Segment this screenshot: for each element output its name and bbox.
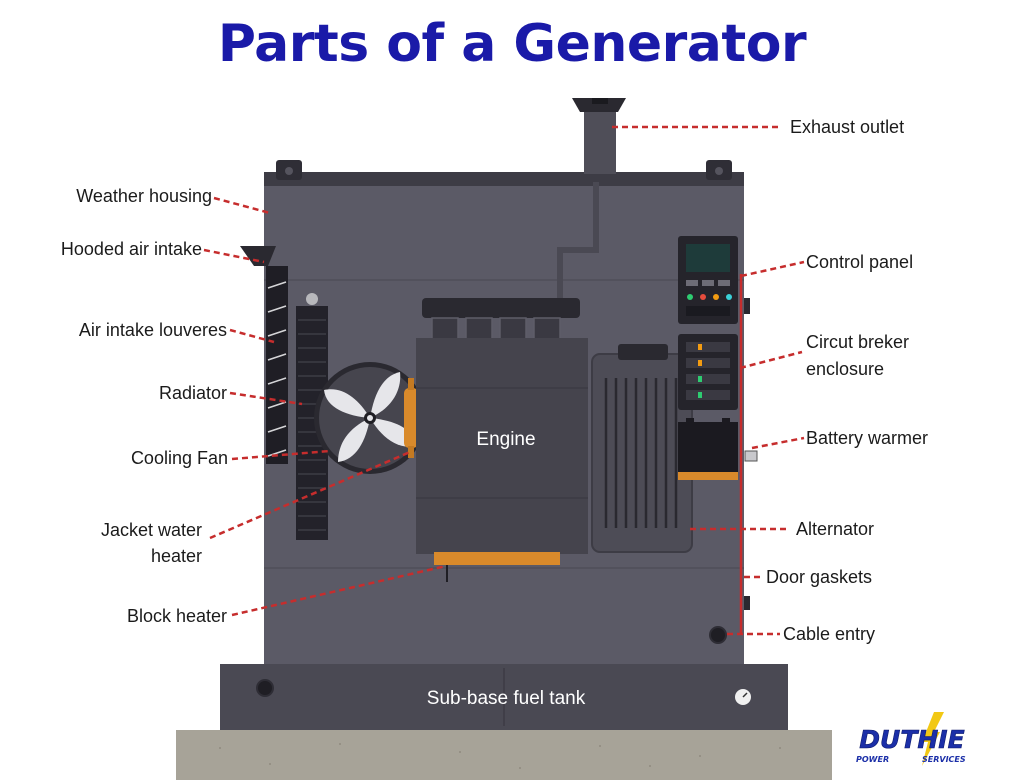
- diagram-title: Parts of a Generator: [217, 14, 807, 74]
- label-alternator: Alternator: [796, 519, 874, 539]
- engine-cylinders: [432, 318, 560, 340]
- engine-manifold: [422, 298, 580, 318]
- cable-entry: [709, 626, 727, 644]
- louver-slats: [267, 281, 287, 457]
- label-battery-warmer: Battery warmer: [806, 428, 928, 448]
- engine-block: [416, 338, 588, 554]
- label-control-panel: Control panel: [806, 252, 913, 272]
- battery: [678, 422, 738, 472]
- weather-housing-roof: [264, 172, 744, 186]
- label-jacket-water-heater-line1: Jacket water: [101, 520, 202, 540]
- label-radiator: Radiator: [159, 383, 227, 403]
- lightning-bolt-icon: [922, 712, 944, 766]
- ground-speckles: [219, 743, 781, 769]
- status-led-green-icon: [687, 294, 693, 300]
- status-led-red-icon: [700, 294, 706, 300]
- control-panel-display: [686, 244, 730, 272]
- label-block-heater: Block heater: [127, 606, 227, 626]
- fuel-cap-icon: [256, 679, 274, 697]
- exhaust-pipe: [557, 182, 599, 304]
- engine-label: Engine: [476, 429, 535, 450]
- air-intake-louvers: [266, 266, 288, 464]
- fuel-tank-label: Sub-base fuel tank: [427, 688, 586, 709]
- battery-warmer-plug: [744, 450, 758, 462]
- label-hooded-air-intake: Hooded air intake: [61, 239, 202, 259]
- label-cooling-fan: Cooling Fan: [131, 448, 228, 468]
- logo-tagline-left: POWER: [856, 755, 889, 764]
- label-exhaust-outlet: Exhaust outlet: [790, 117, 904, 137]
- label-jacket-water-heater-line2: heater: [151, 546, 202, 566]
- label-cable-entry: Cable entry: [783, 624, 875, 644]
- label-circuit-breaker-line2: enclosure: [806, 359, 884, 379]
- jacket-water-heater: [404, 388, 418, 448]
- label-circuit-breaker-line1: Circut breker: [806, 332, 909, 352]
- radiator-cap-icon: [306, 293, 318, 305]
- battery-warmer: [678, 472, 738, 480]
- status-led-cyan-icon: [726, 294, 732, 300]
- label-air-intake-louveres: Air intake louveres: [79, 320, 227, 340]
- radiator-fins: [298, 319, 326, 531]
- status-led-amber-icon: [713, 294, 719, 300]
- leader-lines: [203, 125, 805, 636]
- ground-slab: [176, 730, 832, 780]
- label-weather-housing: Weather housing: [76, 186, 212, 206]
- duthie-logo: DUTHIE POWER SERVICES: [856, 712, 966, 766]
- block-heater: [434, 552, 560, 565]
- alternator-vents: [604, 378, 678, 528]
- label-door-gaskets: Door gaskets: [766, 567, 872, 587]
- exhaust-cap: [572, 98, 626, 112]
- logo-name: DUTHIE: [859, 725, 964, 754]
- logo-tagline-right: SERVICES: [922, 755, 966, 764]
- exhaust-stack: [584, 110, 616, 174]
- hooded-air-intake: [240, 246, 276, 266]
